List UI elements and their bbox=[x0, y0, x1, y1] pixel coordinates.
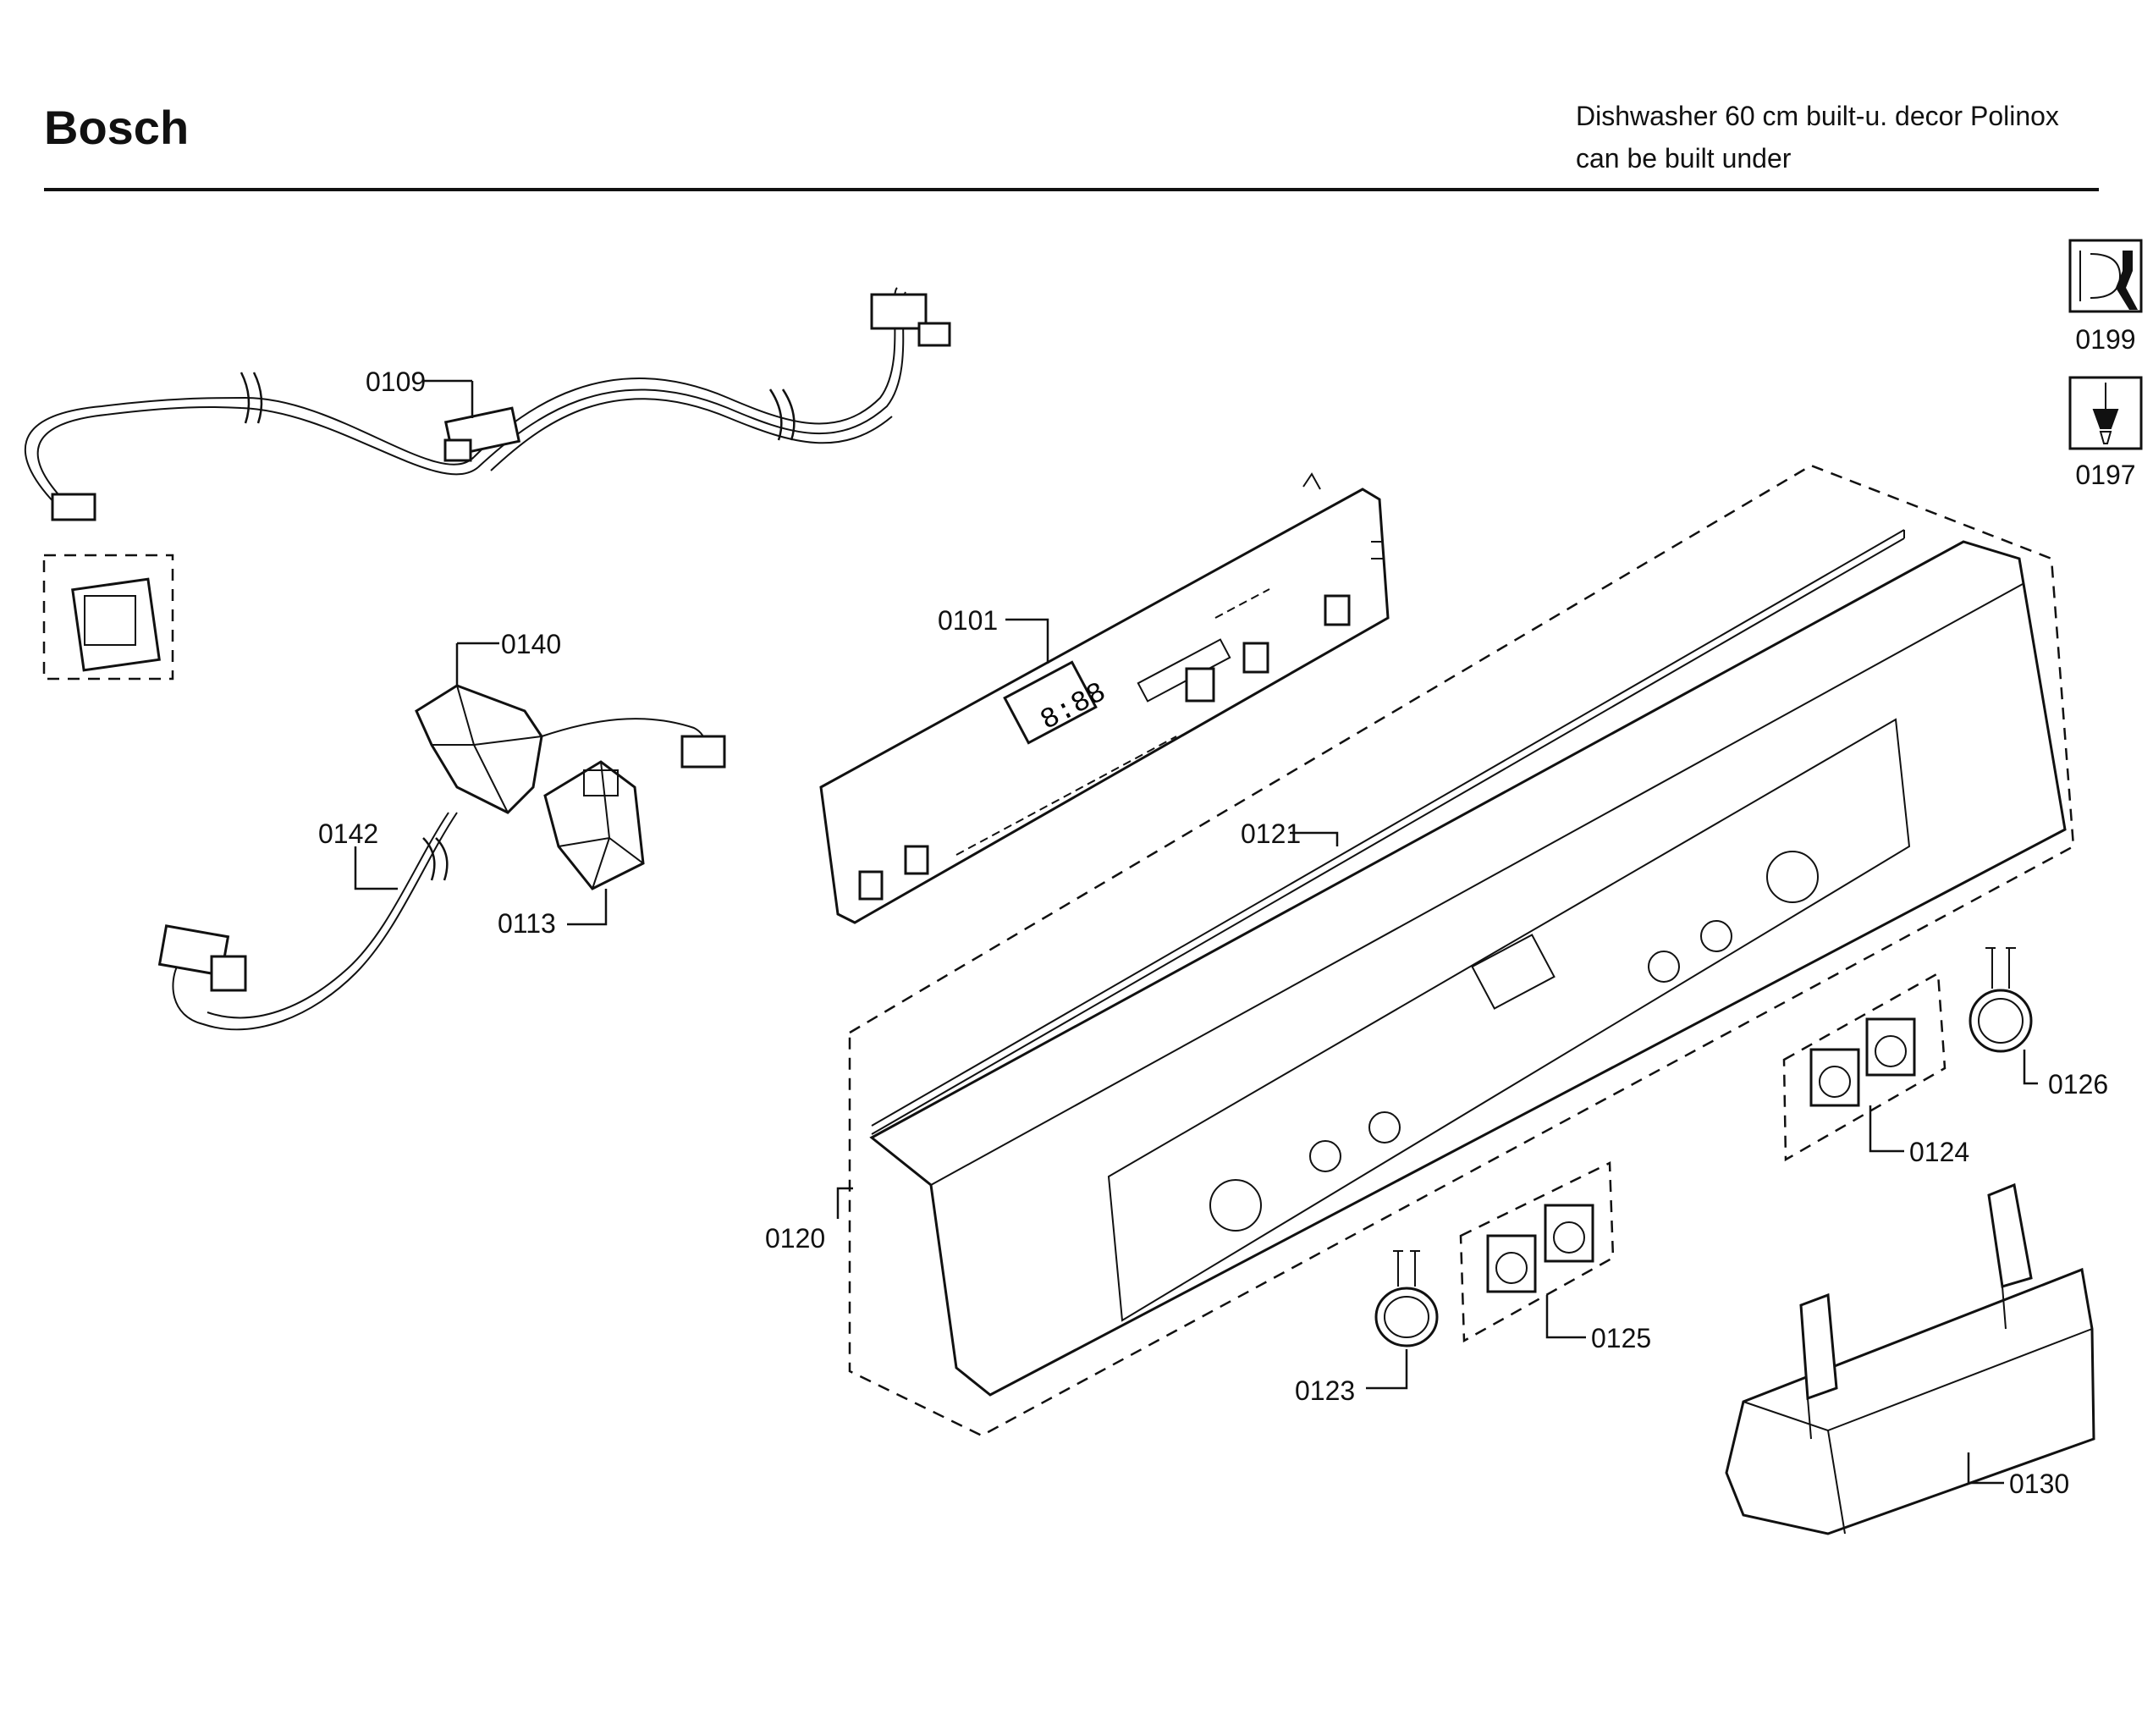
screwdriver-icon bbox=[2068, 376, 2143, 450]
control-panel-0120 bbox=[848, 464, 2075, 1437]
part-label-0126: 0126 bbox=[2048, 1069, 2108, 1099]
cable-0142 bbox=[157, 718, 726, 1031]
part-label-0123: 0123 bbox=[1295, 1375, 1355, 1406]
sensor-bracket-0140 bbox=[415, 684, 543, 814]
part-label-0120: 0120 bbox=[765, 1223, 825, 1254]
part-label-0121: 0121 bbox=[1241, 818, 1301, 849]
button-pair-0124 bbox=[1782, 971, 1947, 1162]
gasket-strip-0121 bbox=[871, 529, 1905, 1135]
button-pair-0125 bbox=[1459, 1161, 1615, 1343]
mounting-bracket-0130 bbox=[1725, 1182, 2095, 1535]
part-label-0109: 0109 bbox=[366, 366, 426, 397]
part-label-0113: 0113 bbox=[498, 908, 556, 939]
title-line-1: Dishwasher 60 cm built-u. decor Polinox bbox=[1576, 101, 2059, 131]
diagram-title: Dishwasher 60 cm built-u. decor Polinox … bbox=[1576, 95, 2059, 179]
wrench-icon bbox=[2068, 239, 2143, 313]
title-line-2: can be built under bbox=[1576, 143, 1792, 174]
wiring-harness-0109 bbox=[24, 287, 951, 521]
tool-label-0199: 0199 bbox=[2075, 324, 2135, 355]
knob-0126 bbox=[1969, 947, 2033, 1053]
part-label-0140: 0140 bbox=[501, 629, 561, 659]
part-label-0142: 0142 bbox=[318, 818, 378, 849]
part-label-0125: 0125 bbox=[1591, 1323, 1651, 1353]
switch-0113 bbox=[543, 760, 645, 890]
knob-0123 bbox=[1374, 1250, 1439, 1347]
brand-name: Bosch bbox=[44, 101, 190, 154]
part-label-0130: 0130 bbox=[2009, 1469, 2069, 1499]
part-label-0124: 0124 bbox=[1909, 1137, 1969, 1167]
control-module-0101: 8:88 bbox=[819, 472, 1390, 924]
header-rule bbox=[44, 188, 2099, 191]
tool-label-0197: 0197 bbox=[2075, 460, 2135, 490]
part-label-0101: 0101 bbox=[938, 605, 998, 636]
connector-inset bbox=[42, 554, 174, 681]
